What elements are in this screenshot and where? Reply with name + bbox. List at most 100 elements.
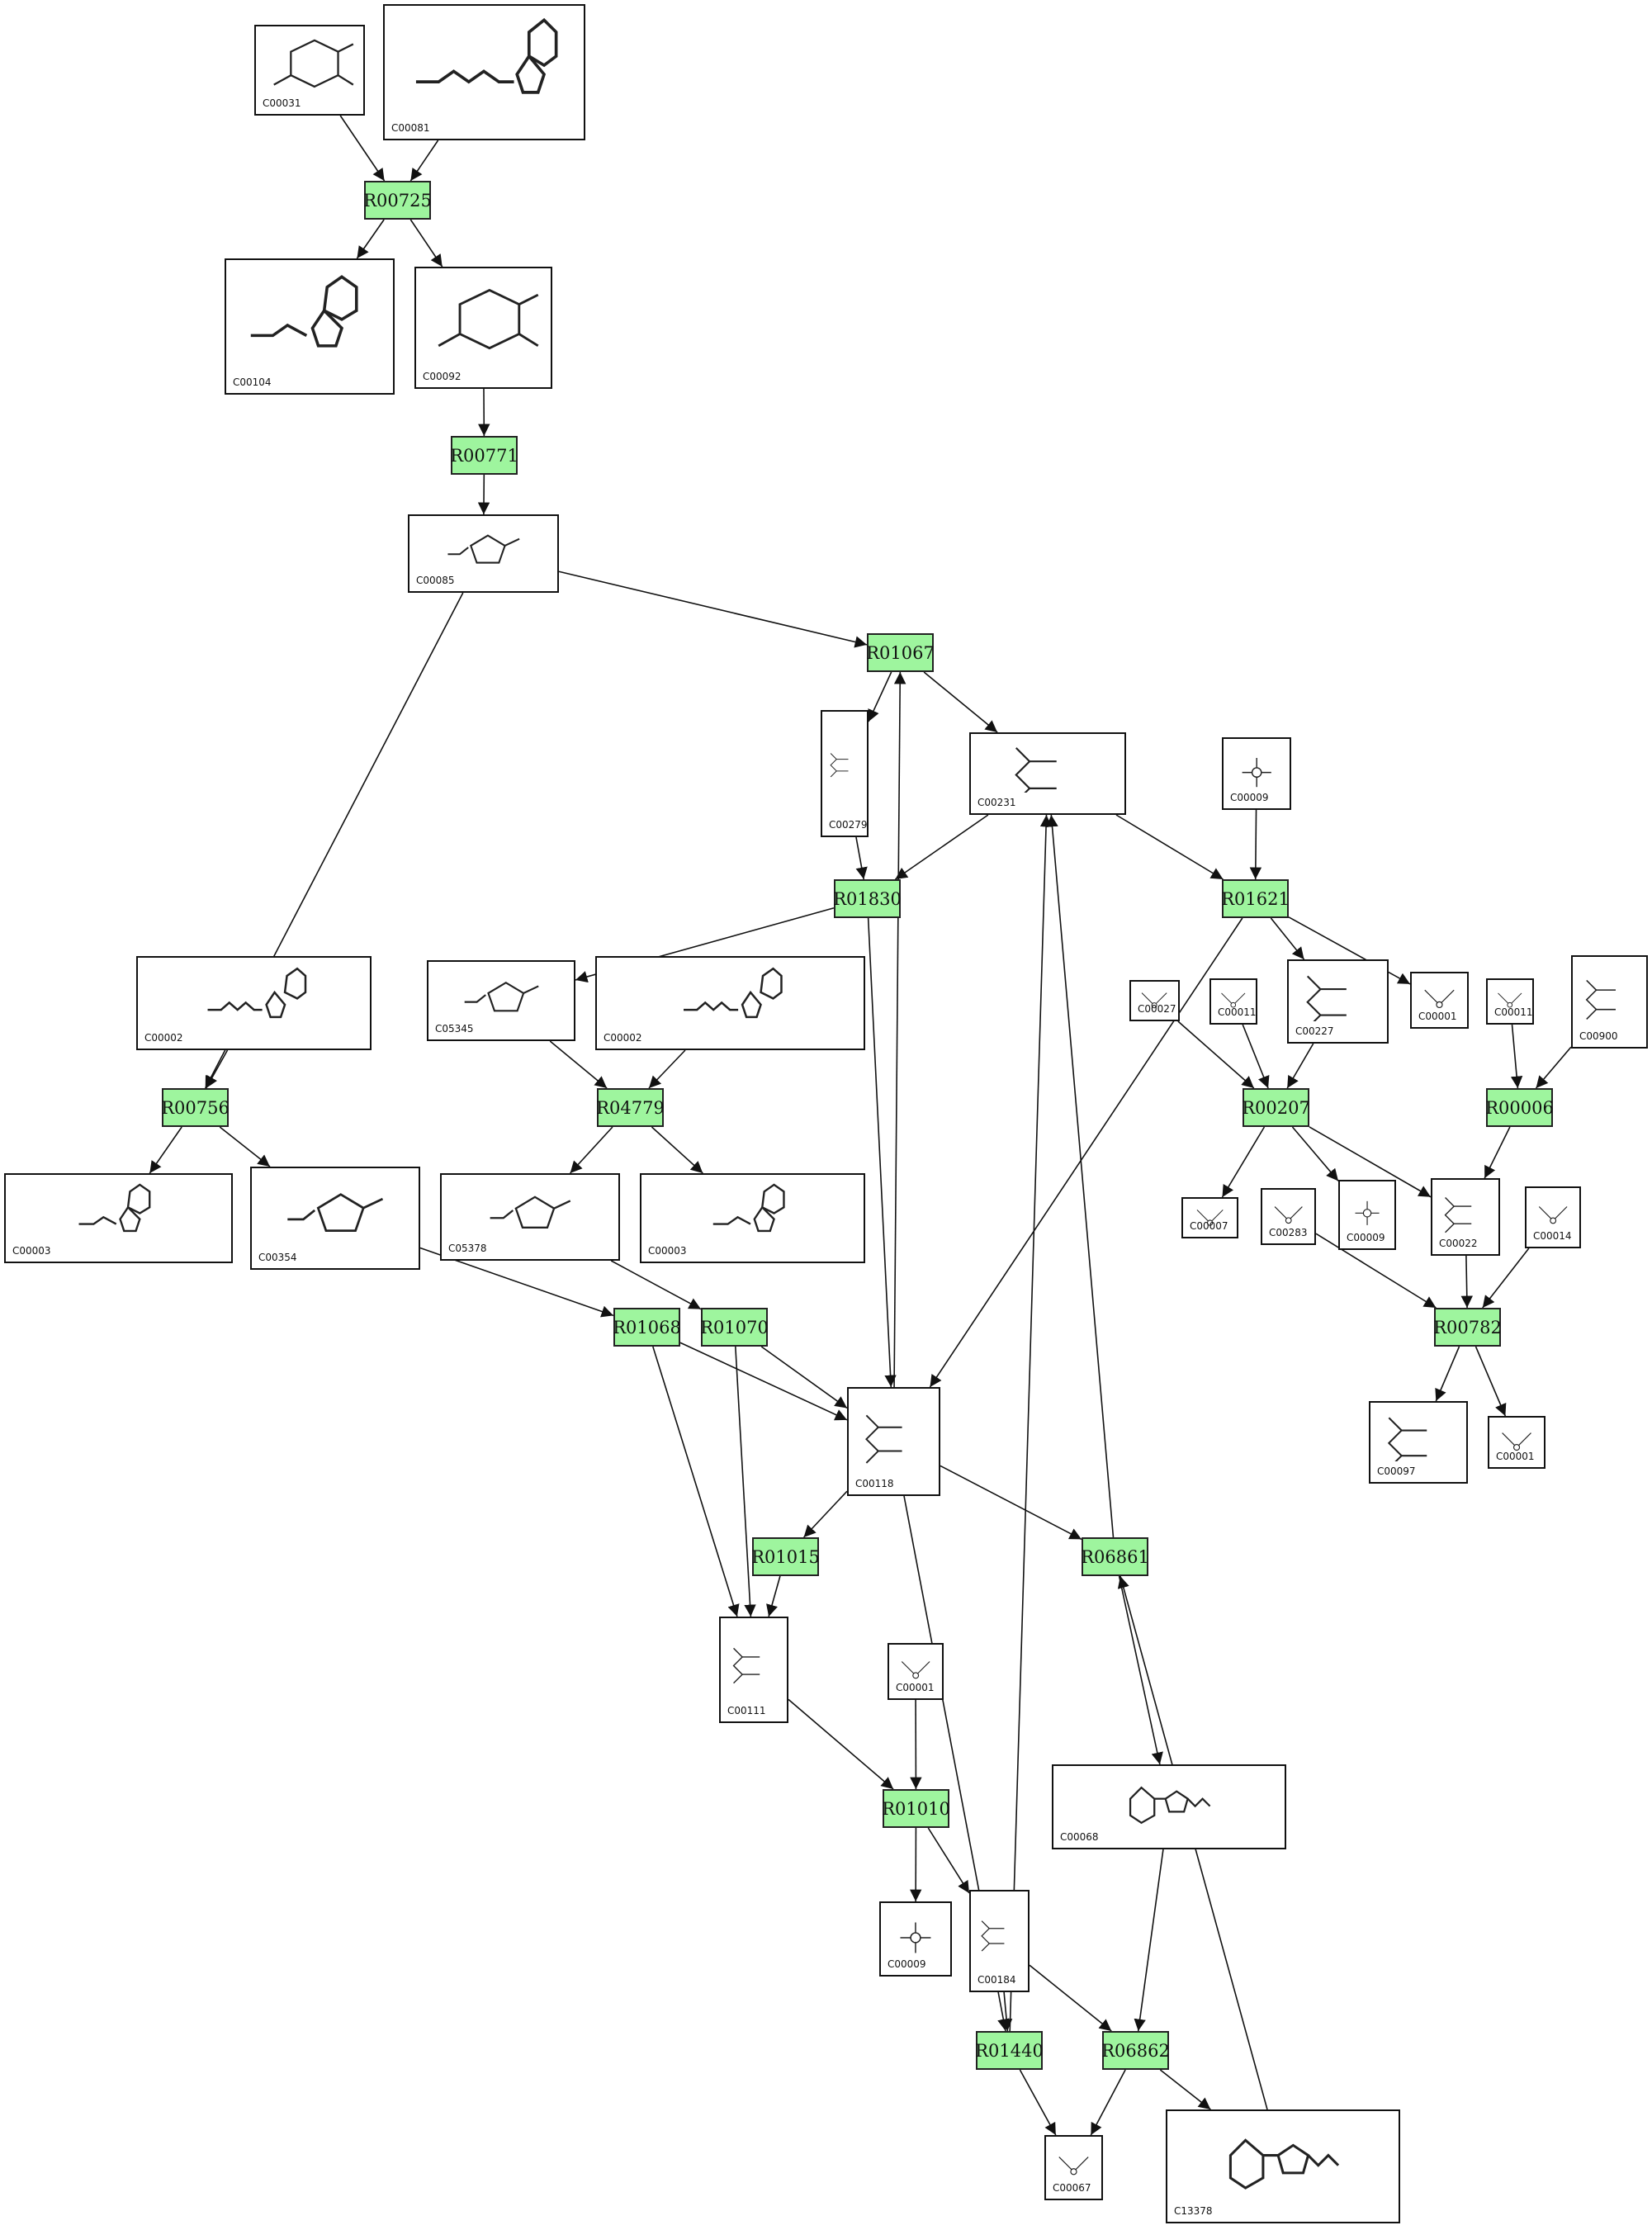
reaction-node-r2[interactable]: R00771 (450, 436, 518, 475)
edge-arrow (1288, 916, 1411, 985)
compound-c31[interactable]: C00001 (888, 1643, 944, 1700)
compound-c11[interactable]: C00002 (595, 956, 865, 1050)
reaction-node-r9[interactable]: R00006 (1485, 1088, 1554, 1127)
compound-id-label: C00227 (1295, 1025, 1334, 1037)
compound-c21[interactable]: C00003 (640, 1173, 865, 1263)
compound-structure (262, 1174, 409, 1242)
edge-arrow (893, 671, 906, 1388)
compound-structure (1228, 743, 1285, 790)
reaction-node-r16[interactable]: R01440 (975, 2031, 1044, 2070)
edge-arrow (219, 1126, 271, 1167)
compound-id-label: C00011 (1494, 1006, 1533, 1018)
compound-c14[interactable]: C00227 (1287, 959, 1389, 1044)
edge-arrow (766, 1575, 781, 1617)
compound-c5[interactable]: C00085 (408, 514, 559, 593)
compound-c26[interactable]: C00014 (1525, 1186, 1581, 1248)
compound-c36[interactable]: C13378 (1166, 2109, 1400, 2223)
compound-c12[interactable]: C00027 (1129, 980, 1180, 1021)
compound-id-label: C00001 (1418, 1011, 1457, 1022)
compound-structure (236, 268, 383, 358)
compound-structure (1376, 1408, 1460, 1462)
compound-c3[interactable]: C00104 (225, 258, 395, 395)
compound-id-label: C00231 (977, 797, 1016, 808)
compound-id-label: C00001 (1496, 1451, 1535, 1462)
edge-arrow (867, 917, 897, 1388)
reaction-node-r1[interactable]: R00725 (363, 181, 432, 220)
edge-arrow (339, 115, 386, 182)
compound-id-label: C00118 (855, 1478, 894, 1489)
reaction-node-r10[interactable]: R01068 (613, 1308, 681, 1347)
edge-arrow (409, 140, 439, 182)
reaction-node-r7[interactable]: R04779 (596, 1088, 665, 1127)
edge-arrow (1134, 1849, 1164, 2032)
compound-c20[interactable]: C05378 (440, 1173, 620, 1261)
compound-structure (1493, 1421, 1541, 1455)
compound-c25[interactable]: C00022 (1431, 1178, 1500, 1256)
compound-c9[interactable]: C00002 (136, 956, 372, 1050)
compound-c10[interactable]: C05345 (427, 960, 575, 1041)
compound-c4[interactable]: C00092 (414, 267, 552, 389)
compound-c1[interactable]: C00031 (254, 25, 365, 116)
reaction-node-r5[interactable]: R01621 (1221, 879, 1290, 918)
compound-c2[interactable]: C00081 (383, 4, 585, 140)
compound-c33[interactable]: C00009 (879, 1901, 952, 1977)
compound-structure (1181, 2118, 1385, 2193)
edge-arrow (356, 219, 385, 259)
compound-c7[interactable]: C00231 (969, 732, 1126, 815)
edge-arrow (409, 219, 443, 268)
compound-c17[interactable]: C00900 (1571, 955, 1648, 1049)
compound-c27[interactable]: C00118 (847, 1387, 940, 1496)
compound-c23[interactable]: C00283 (1261, 1188, 1316, 1245)
edge-arrow (1046, 814, 1115, 1538)
reaction-node-r11[interactable]: R01070 (700, 1308, 769, 1347)
compound-id-label: C00279 (829, 819, 868, 831)
reaction-node-r6[interactable]: R00756 (161, 1088, 230, 1127)
compound-structure (1214, 982, 1253, 1011)
edge-arrow (610, 1260, 702, 1310)
edge-arrow (923, 671, 998, 733)
reaction-node-r17[interactable]: R06862 (1101, 2031, 1170, 2070)
reaction-node-r3[interactable]: R01067 (866, 633, 935, 672)
compound-structure (1343, 1186, 1391, 1231)
compound-id-label: C00081 (391, 122, 430, 134)
compound-c18[interactable]: C00003 (4, 1173, 233, 1263)
reaction-node-r12[interactable]: R00782 (1433, 1308, 1502, 1347)
reaction-node-r14[interactable]: R06861 (1081, 1537, 1149, 1576)
compound-id-label: C00002 (604, 1032, 642, 1044)
compound-structure (725, 1625, 783, 1695)
edge-arrow (1159, 2069, 1211, 2110)
compound-structure (396, 14, 571, 104)
compound-c32[interactable]: C00068 (1052, 1764, 1286, 1849)
compound-c13[interactable]: C00011 (1209, 978, 1257, 1025)
compound-c6[interactable]: C00279 (821, 710, 869, 837)
edge-arrow (788, 1698, 894, 1790)
compound-c30[interactable]: C00111 (719, 1617, 788, 1723)
compound-c22[interactable]: C00007 (1181, 1197, 1238, 1238)
compound-structure (1266, 1193, 1311, 1229)
compound-c29[interactable]: C00001 (1488, 1416, 1545, 1469)
edge-arrow (1435, 1346, 1460, 1402)
edge-arrow (1177, 1020, 1255, 1089)
edge-arrow (205, 1049, 229, 1089)
edge-arrow (1242, 1024, 1270, 1089)
reaction-node-r4[interactable]: R01830 (833, 879, 902, 918)
compound-c24[interactable]: C00009 (1338, 1180, 1396, 1250)
compound-c15[interactable]: C00001 (1410, 972, 1469, 1029)
compound-structure (1067, 1771, 1271, 1826)
compound-structure (613, 963, 847, 1025)
compound-c35[interactable]: C00067 (1044, 2135, 1103, 2200)
compound-c34[interactable]: C00184 (969, 1890, 1030, 1992)
compound-c19[interactable]: C00354 (250, 1167, 420, 1270)
reaction-node-r15[interactable]: R01010 (882, 1789, 950, 1828)
compound-c16[interactable]: C00011 (1486, 978, 1534, 1025)
edge-arrow (1510, 1024, 1523, 1089)
compound-id-label: C00067 (1053, 2182, 1091, 2194)
compound-structure (419, 520, 549, 571)
reaction-node-r8[interactable]: R00207 (1242, 1088, 1310, 1127)
compound-structure (152, 963, 356, 1025)
compound-structure (263, 31, 357, 91)
compound-c8[interactable]: C00009 (1222, 737, 1291, 810)
reaction-node-r13[interactable]: R01015 (751, 1537, 820, 1576)
compound-c28[interactable]: C00097 (1369, 1401, 1468, 1484)
edge-arrow (855, 836, 868, 880)
